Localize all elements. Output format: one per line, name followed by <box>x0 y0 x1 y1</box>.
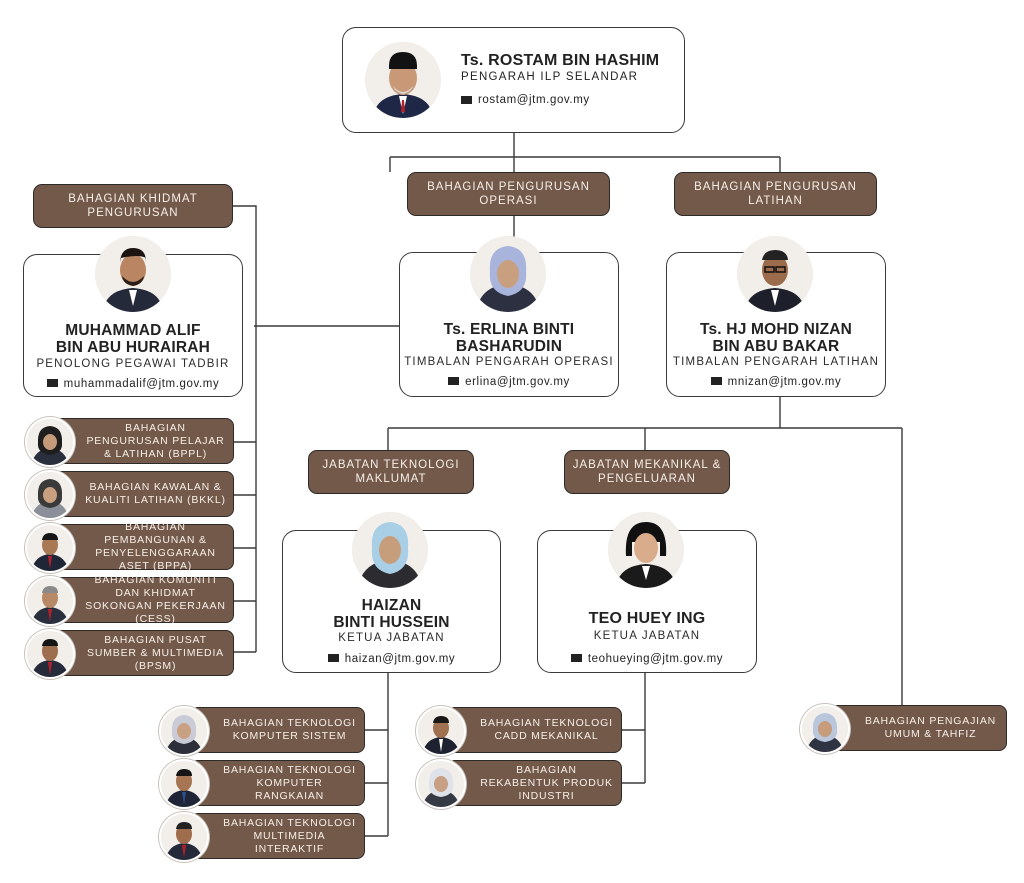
jtm-it-card: HAIZAN BINTI HUSSEIN KETUA JABATAN haiza… <box>282 530 501 673</box>
khidmat-name-line2: BIN ABU HURAIRAH <box>55 339 211 356</box>
director-email-row: rostam@jtm.gov.my <box>461 94 590 106</box>
jtm-mek-email[interactable]: teohueying@jtm.gov.my <box>587 653 724 665</box>
latihan-name-line1: Ts. HJ MOHD NIZAN <box>699 321 853 338</box>
unit-cess: BAHAGIAN KOMUNITI DAN KHIDMAT SOKONGAN P… <box>53 574 234 625</box>
label-jtm-mek: JABATAN MEKANIKAL & PENGELUARAN <box>564 450 730 494</box>
unit-cess-photo <box>25 576 75 626</box>
unit-pengajian-umum: BAHAGIAN PENGAJIAN UMUM & TAHFIZ <box>830 705 1007 751</box>
latihan-role: TIMBALAN PENGARAH LATIHAN <box>672 356 880 368</box>
unit-bppa-photo <box>25 523 75 573</box>
khidmat-email-row: muhammadalif@jtm.gov.my <box>24 378 242 390</box>
jtm-it-name-line1: HAIZAN <box>361 597 422 614</box>
operasi-name-line1: Ts. ERLINA BINTI <box>443 321 575 338</box>
khidmat-role: PENOLONG PEGAWAI TADBIR <box>36 358 230 370</box>
unit-bpsm-photo <box>25 629 75 679</box>
envelope-icon <box>570 653 582 662</box>
unit-komputer-rangkaian-photo <box>159 759 209 809</box>
label-jtm-it: JABATAN TEKNOLOGI MAKLUMAT <box>308 450 474 494</box>
operasi-role: TIMBALAN PENGARAH OPERASI <box>404 356 614 368</box>
unit-rekabentuk-produk-photo <box>416 759 466 809</box>
unit-cadd-mekanikal-photo <box>416 706 466 756</box>
operasi-name-line2: BASHARUDIN <box>455 338 563 355</box>
unit-komputer-sistem: BAHAGIAN TEKNOLOGI KOMPUTER SISTEM <box>190 707 365 753</box>
director-role: PENGARAH ILP SELANDAR <box>461 71 639 83</box>
khidmat-name-line1: MUHAMMAD ALIF <box>65 322 201 339</box>
jtm-it-email[interactable]: haizan@jtm.gov.my <box>344 653 456 665</box>
director-email[interactable]: rostam@jtm.gov.my <box>478 94 590 106</box>
unit-bpsm: BAHAGIAN PUSAT SUMBER & MULTIMEDIA (BPSM… <box>53 630 234 676</box>
khidmat-email[interactable]: muhammadalif@jtm.gov.my <box>63 378 220 390</box>
envelope-icon <box>461 95 472 104</box>
operasi-email-row: erlina@jtm.gov.my <box>400 376 618 388</box>
unit-bppa: BAHAGIAN PEMBANGUNAN & PENYELENGGARAAN A… <box>53 521 234 572</box>
unit-multimedia-interaktif-photo <box>159 812 209 862</box>
envelope-icon <box>46 378 58 387</box>
operasi-email[interactable]: erlina@jtm.gov.my <box>465 376 570 388</box>
unit-komputer-sistem-photo <box>159 706 209 756</box>
jtm-mek-email-row: teohueying@jtm.gov.my <box>538 653 756 665</box>
envelope-icon <box>710 376 722 385</box>
jtm-mek-name: TEO HUEY ING <box>588 610 706 627</box>
jtm-it-name-line2: BINTI HUSSEIN <box>333 614 450 631</box>
label-latihan: BAHAGIAN PENGURUSAN LATIHAN <box>674 172 877 216</box>
unit-cadd-mekanikal: BAHAGIAN TEKNOLOGI CADD MEKANIKAL <box>447 707 622 753</box>
jtm-it-email-row: haizan@jtm.gov.my <box>283 653 500 665</box>
jtm-mek-role: KETUA JABATAN <box>593 630 701 642</box>
director-name: Ts. ROSTAM BIN HASHIM <box>461 52 660 69</box>
jtm-it-role: KETUA JABATAN <box>338 632 445 644</box>
unit-multimedia-interaktif: BAHAGIAN TEKNOLOGI MULTIMEDIA INTERAKTIF <box>190 813 365 859</box>
label-khidmat: BAHAGIAN KHIDMAT PENGURUSAN <box>33 184 233 228</box>
latihan-photo <box>737 236 813 312</box>
unit-bppl: BAHAGIAN PENGURUSAN PELAJAR & LATIHAN (B… <box>53 418 234 464</box>
unit-pengajian-umum-photo <box>800 704 850 754</box>
unit-rekabentuk-produk: BAHAGIAN REKABENTUK PRODUK INDUSTRI <box>447 760 622 806</box>
jtm-it-photo <box>352 512 428 588</box>
envelope-icon <box>327 653 339 662</box>
latihan-email-row: mnizan@jtm.gov.my <box>667 376 885 388</box>
unit-bppl-photo <box>25 417 75 467</box>
jtm-mek-photo <box>608 512 684 588</box>
latihan-email[interactable]: mnizan@jtm.gov.my <box>727 376 842 388</box>
label-operasi: BAHAGIAN PENGURUSAN OPERASI <box>407 172 610 216</box>
director-photo <box>365 42 441 118</box>
operasi-photo <box>470 236 546 312</box>
latihan-name-line2: BIN ABU BAKAR <box>712 338 840 355</box>
unit-komputer-rangkaian: BAHAGIAN TEKNOLOGI KOMPUTER RANGKAIAN <box>190 760 365 806</box>
unit-bkkl: BAHAGIAN KAWALAN & KUALITI LATIHAN (BKKL… <box>53 471 234 517</box>
khidmat-photo <box>95 236 171 312</box>
envelope-icon <box>448 376 460 385</box>
unit-bkkl-photo <box>25 470 75 520</box>
